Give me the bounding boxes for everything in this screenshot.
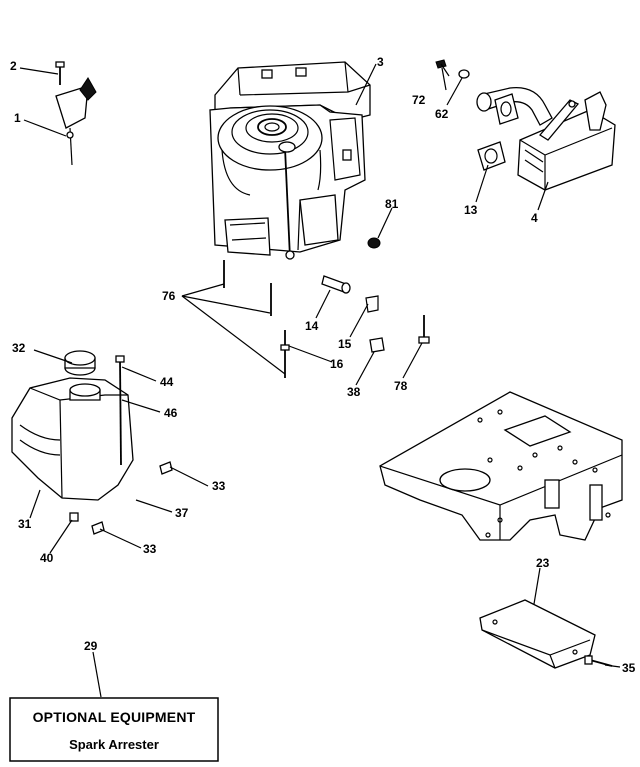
gasket-part-13: [477, 141, 506, 171]
washer-part-62: [458, 69, 470, 79]
bolts-part-76: [223, 260, 290, 378]
callout-23: 23: [536, 556, 550, 570]
callout-31: 31: [18, 517, 32, 531]
callout-3: 3: [377, 55, 384, 69]
callout-76: 76: [162, 289, 176, 303]
callout-46: 46: [164, 406, 178, 420]
optional-equipment-subtitle: Spark Arrester: [69, 737, 159, 752]
fuel-tank-part-31: [11, 377, 134, 501]
nut-part-81: [367, 237, 381, 249]
callout-81: 81: [385, 197, 399, 211]
gasket-upper: [494, 93, 519, 125]
callout-16: 16: [330, 357, 344, 371]
callout-40: 40: [40, 551, 54, 565]
engine-part-3: [209, 61, 371, 260]
callout-29: 29: [84, 639, 98, 653]
frame-plate: [379, 391, 623, 541]
callout-72: 72: [412, 93, 426, 107]
pin-part-14: [321, 275, 351, 294]
callout-33-lower: 33: [143, 542, 157, 556]
throttle-control-part-1: [55, 77, 97, 166]
screw-part-2: [55, 61, 65, 85]
callout-33-upper: 33: [212, 479, 226, 493]
leader-lines: [19, 63, 621, 698]
optional-equipment-box: OPTIONAL EQUIPMENT Spark Arrester: [9, 697, 219, 762]
bolt-part-78: [418, 315, 430, 344]
part-38: [369, 337, 385, 353]
muffler-part-4: [476, 86, 616, 191]
spark-arrester-part-23: [479, 599, 596, 669]
screw-part-72: [435, 59, 450, 77]
part-15: [365, 295, 379, 313]
callout-1: 1: [14, 111, 21, 125]
part-40: [69, 512, 79, 522]
callout-32: 32: [12, 341, 26, 355]
clip-part-33: [91, 461, 173, 535]
callout-13: 13: [464, 203, 478, 217]
callout-4: 4: [531, 211, 538, 225]
screw-part-35: [584, 655, 613, 667]
clamp-part-44: [115, 355, 125, 466]
callout-37: 37: [175, 506, 189, 520]
callout-labels: 1 2 3 4 13 14 15 16 23 29 31 32 33 33 35…: [10, 55, 636, 675]
callout-2: 2: [10, 59, 17, 73]
callout-62: 62: [435, 107, 449, 121]
callout-44: 44: [160, 375, 174, 389]
callout-35: 35: [622, 661, 636, 675]
optional-equipment-title: OPTIONAL EQUIPMENT: [33, 709, 196, 725]
callout-78: 78: [394, 379, 408, 393]
fuel-cap-part-32: [64, 350, 96, 376]
callout-14: 14: [305, 319, 319, 333]
callout-38: 38: [347, 385, 361, 399]
callout-15: 15: [338, 337, 352, 351]
